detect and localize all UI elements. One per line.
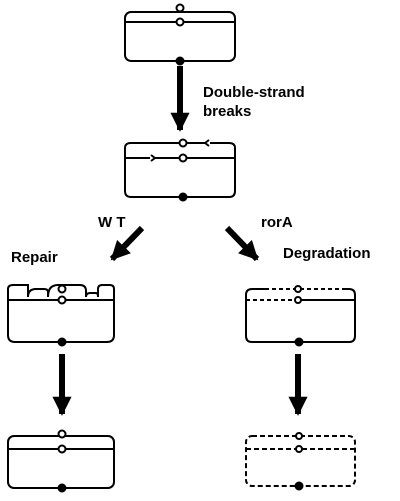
rora-label: rorA xyxy=(261,214,293,231)
degradation-label: Degradation xyxy=(283,245,371,262)
breaks-label: breaks xyxy=(203,103,251,120)
chromosome-degraded xyxy=(245,432,356,491)
double-strand-breaks-label: Double-strand xyxy=(203,84,305,101)
chromosome-repairing xyxy=(7,284,115,347)
chromosome-degrading xyxy=(245,285,356,347)
arrow-to-repair xyxy=(109,225,145,262)
arrow-to-degradation xyxy=(224,225,260,262)
chromosome-repaired xyxy=(7,429,115,493)
chromosome-intact-top xyxy=(124,3,236,66)
chromosome-with-breaks xyxy=(124,138,236,202)
wt-label: W T xyxy=(98,214,126,231)
repair-label: Repair xyxy=(11,249,58,266)
